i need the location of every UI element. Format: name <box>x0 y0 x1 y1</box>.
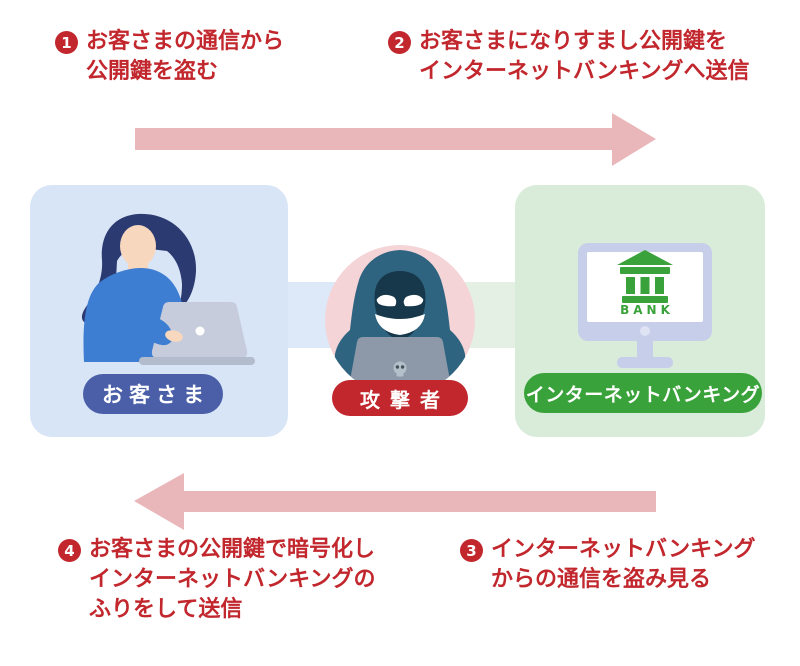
customer-laptop-base <box>139 357 255 365</box>
skull-eye <box>400 365 405 369</box>
skull-laptop-icon <box>350 337 450 381</box>
skull-jaw <box>396 373 404 377</box>
step-3-text: インターネットバンキング からの通信を盗み見る <box>491 535 755 595</box>
step-4-line-1: お客さまの公開鍵で暗号化し <box>89 537 376 562</box>
step-1-number-badge: 1 <box>55 31 78 54</box>
step-3-line-2: からの通信を盗み見る <box>491 567 712 592</box>
attacker-label-pill: 攻撃者 <box>332 380 468 416</box>
step-3-line-1: インターネットバンキング <box>491 537 756 562</box>
step-3-annotation: 3 インターネットバンキング からの通信を盗み見る <box>460 535 755 595</box>
arrow-left-icon <box>134 473 656 530</box>
bank-screen-label: BANK <box>620 303 674 317</box>
customer-label-pill: お客さま <box>83 374 223 414</box>
monitor-base <box>617 357 673 368</box>
woman-sleeve <box>140 316 173 346</box>
step-2-annotation: 2 お客さまになりすまし公開鍵を インターネットバンキングへ送信 <box>388 27 749 87</box>
bank-roof <box>617 250 673 265</box>
step-4-annotation: 4 お客さまの公開鍵で暗号化し インターネットバンキングの ふりをして送信 <box>58 535 375 625</box>
monitor-stand <box>637 341 653 359</box>
step-2-text: お客さまになりすまし公開鍵を インターネットバンキングへ送信 <box>419 27 749 87</box>
bank-base <box>622 296 668 303</box>
step-4-line-2: インターネットバンキングの <box>89 567 376 592</box>
step-1-line-1: お客さまの通信から <box>86 29 285 54</box>
bank-column <box>640 277 650 294</box>
laptop-logo-dot <box>195 326 205 336</box>
step-2-line-2: インターネットバンキングへ送信 <box>419 59 750 84</box>
step-1-line-2: 公開鍵を盗む <box>86 59 219 84</box>
attacker-left-eye <box>376 294 397 307</box>
step-2-number-badge: 2 <box>388 31 411 54</box>
monitor-button <box>640 326 650 336</box>
arrow-right-icon <box>135 113 656 166</box>
step-4-number-badge: 4 <box>58 539 81 562</box>
step-3-number-badge: 3 <box>460 539 483 562</box>
woman-hand <box>165 330 183 342</box>
hooded-hacker-icon <box>333 250 467 395</box>
skull-eye <box>395 365 400 369</box>
woman-face <box>120 225 156 267</box>
step-1-text: お客さまの通信から 公開鍵を盗む <box>86 27 284 87</box>
step-4-text: お客さまの公開鍵で暗号化し インターネットバンキングの ふりをして送信 <box>89 535 375 625</box>
bank-lintel <box>620 267 670 274</box>
attacker-grin <box>375 314 425 335</box>
step-2-line-1: お客さまになりすまし公開鍵を <box>419 29 728 54</box>
step-1-annotation: 1 お客さまの通信から 公開鍵を盗む <box>55 27 284 87</box>
step-4-line-3: ふりをして送信 <box>89 597 243 622</box>
bank-label-pill: インターネットバンキング <box>524 373 762 413</box>
skull-icon <box>393 361 407 375</box>
bank-column <box>626 277 635 294</box>
attacker-right-eye <box>403 294 424 307</box>
bank-column <box>655 277 664 294</box>
woman-at-laptop-icon <box>81 213 255 365</box>
bank-building-monitor-icon: BANK <box>578 243 712 368</box>
